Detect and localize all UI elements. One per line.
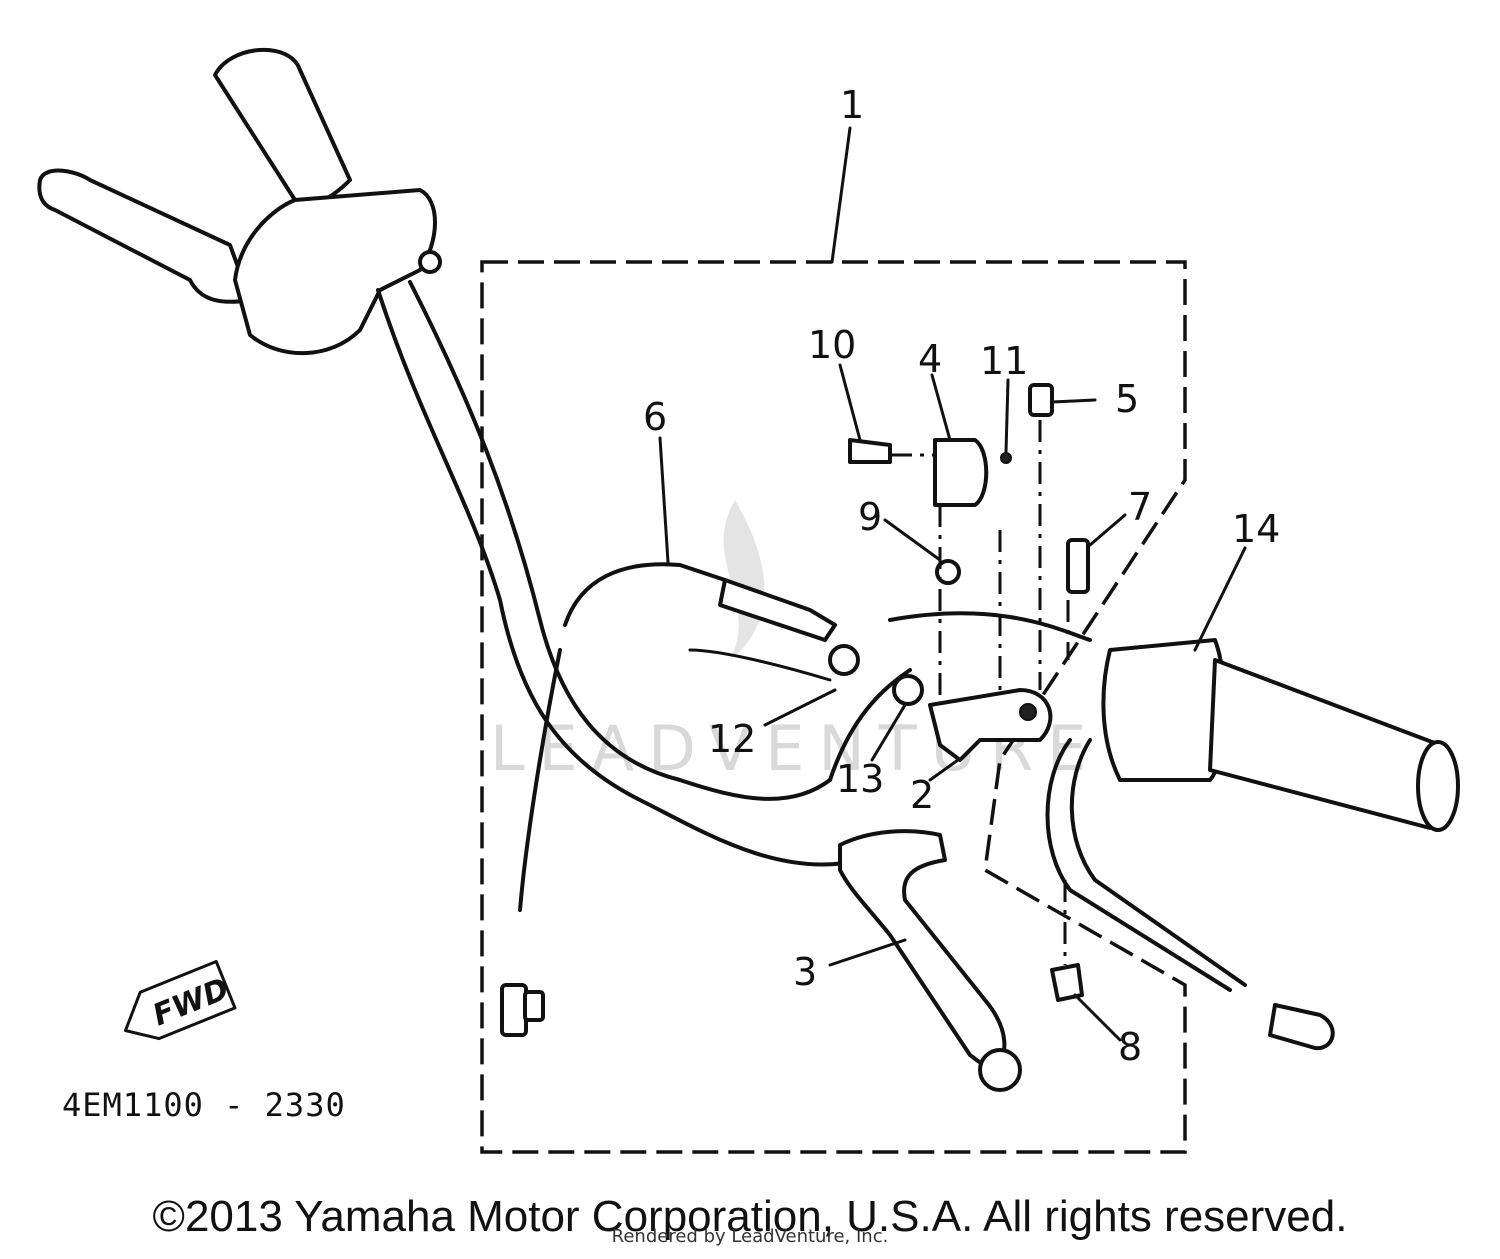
callout-13: 13 bbox=[836, 757, 884, 801]
handlebar-tube bbox=[376, 280, 1092, 867]
nut-part-12 bbox=[828, 644, 860, 676]
callout-3: 3 bbox=[793, 950, 817, 994]
nut-part-13 bbox=[892, 674, 924, 706]
callout-12: 12 bbox=[708, 717, 756, 761]
switch-part-4 bbox=[933, 438, 989, 507]
callout-5: 5 bbox=[1115, 377, 1139, 421]
callout-4: 4 bbox=[918, 337, 942, 381]
diagram-code: 4EM1100 - 2330 bbox=[62, 1086, 346, 1124]
assembly-boundary bbox=[480, 260, 1187, 1154]
callout-10: 10 bbox=[808, 323, 856, 367]
clutch-cable bbox=[500, 562, 837, 1037]
nut-part-8 bbox=[1050, 963, 1084, 1002]
callout-7: 7 bbox=[1128, 485, 1152, 529]
copyright-notice: ©2013 Yamaha Motor Corporation, U.S.A. A… bbox=[152, 1192, 1348, 1241]
left-grip bbox=[37, 48, 442, 356]
clutch-lever bbox=[838, 829, 1022, 1092]
right-grip bbox=[1101, 638, 1460, 832]
bolt-part-7 bbox=[1066, 538, 1090, 594]
callout-2: 2 bbox=[910, 773, 934, 817]
lever-holder bbox=[928, 688, 1053, 762]
leader-lines bbox=[658, 126, 1247, 1042]
leadventure-watermark: LEADVENTURE bbox=[490, 500, 1086, 785]
callout-6: 6 bbox=[643, 395, 667, 439]
callout-11: 11 bbox=[980, 339, 1028, 383]
callout-9: 9 bbox=[858, 495, 882, 539]
callout-numbers: 1 2 3 4 5 6 7 8 9 10 11 12 13 14 bbox=[643, 83, 1280, 1069]
callout-14: 14 bbox=[1232, 507, 1280, 551]
rendered-by-notice: Rendered by LeadVenture, Inc. bbox=[611, 1226, 889, 1247]
callout-1: 1 bbox=[840, 83, 864, 127]
callout-8: 8 bbox=[1118, 1025, 1142, 1069]
fwd-arrow: FWD bbox=[123, 960, 237, 1041]
washer-part-9 bbox=[935, 559, 961, 585]
bolt-part-10 bbox=[848, 438, 892, 464]
pin-part-11 bbox=[1000, 452, 1012, 464]
small-parts bbox=[828, 383, 1090, 1002]
bolt-part-5 bbox=[1028, 383, 1054, 417]
